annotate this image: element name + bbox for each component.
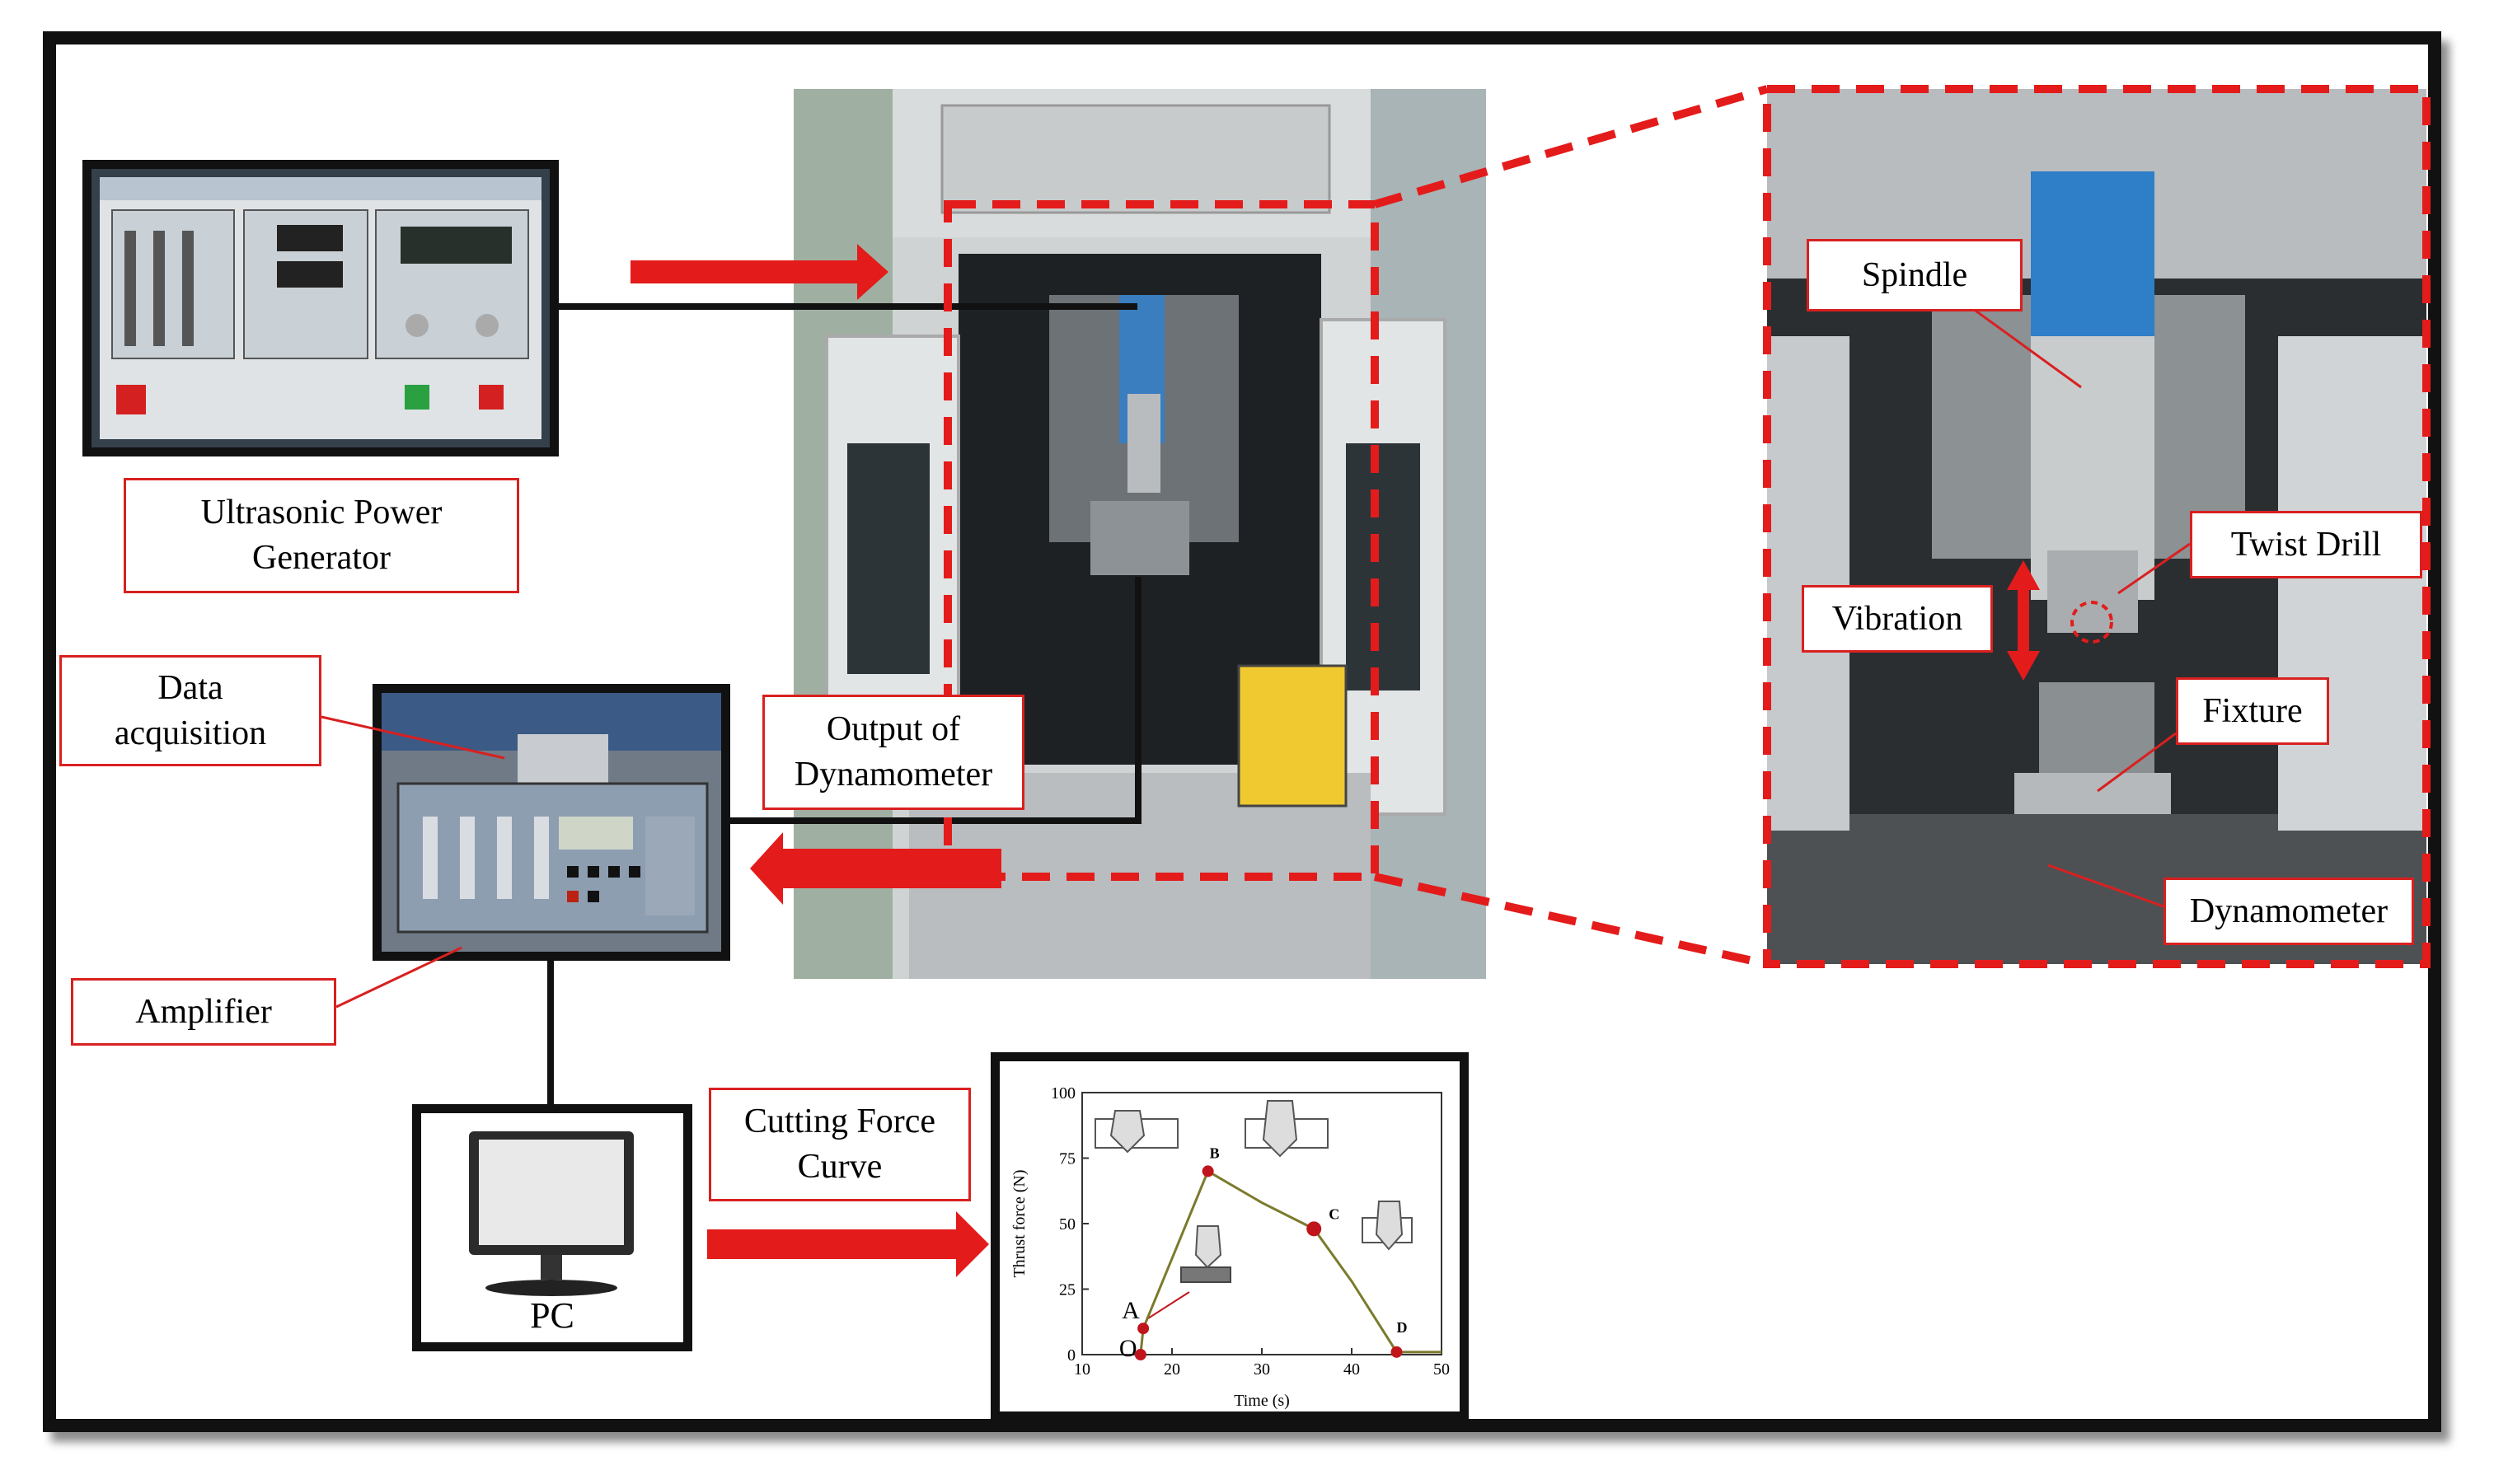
monitor-icon [469, 1131, 634, 1296]
y-tick-label: 25 [1059, 1281, 1076, 1299]
chart-point-label-c: C [1329, 1205, 1339, 1222]
chart-point-label-b: B [1210, 1145, 1220, 1161]
chart-point-c [1306, 1221, 1322, 1237]
thrust-force-chart: 10 20 30 40 50 0 25 50 75 100 OA B C D Time (s) Thru… [1000, 1061, 1460, 1411]
fixture-label: Fixture [2176, 677, 2329, 745]
chart-point-label-d: D [1397, 1319, 1408, 1336]
chart-xlabel: Time (s) [1234, 1392, 1290, 1410]
x-tick-label: 10 [1074, 1360, 1090, 1379]
thrust-force-series-line [1139, 1169, 1442, 1355]
spindle-pointer [1969, 305, 2082, 389]
pc-label: PC [530, 1295, 574, 1336]
output-of-dynamometer-label: Output of Dynamometer [762, 695, 1024, 810]
chart-point-d [1390, 1346, 1403, 1358]
chart-point-b [1202, 1165, 1214, 1177]
y-tick-label: 100 [1051, 1084, 1076, 1102]
power-generator-photo [82, 160, 559, 456]
twist-drill-label: Twist Drill [2190, 511, 2422, 578]
zoom-dashed-region [1763, 85, 2431, 968]
amplifier-photo [373, 684, 730, 961]
zoomed-spindle-photo [1767, 89, 2426, 964]
power-generator-drawing [91, 169, 550, 447]
x-tick-label: 50 [1433, 1360, 1450, 1379]
chart-point-label-o: O [1119, 1335, 1137, 1362]
arrow-to-amplifier [750, 832, 1001, 905]
zoom-bottom-guide [1373, 873, 1769, 968]
drill-illustrations [1095, 1100, 1413, 1319]
cutting-force-curve-label: Cutting Force Curve [709, 1088, 971, 1201]
amplifier-label: Amplifier [71, 978, 336, 1046]
vibration-label: Vibration [1802, 585, 1993, 653]
chart-point-a [1137, 1322, 1150, 1335]
dynamometer-connector-line [730, 577, 1142, 824]
data-acquisition-pointer [321, 715, 505, 760]
amplifier-pointer [335, 946, 462, 1009]
data-acquisition-label: Data acquisition [59, 655, 321, 766]
zoom-top-guide [1373, 85, 1769, 208]
machine-photo [794, 89, 1486, 979]
ultrasonic-power-generator-label: Ultrasonic Power Generator [124, 478, 519, 593]
dynamometer-label: Dynamometer [2163, 878, 2414, 945]
x-tick-label: 20 [1164, 1360, 1180, 1379]
y-tick-label: 75 [1059, 1150, 1076, 1168]
fixture-pointer [2097, 732, 2177, 793]
twist-drill-pointer [2117, 542, 2191, 595]
chart-ylabel: Thrust force (N) [1010, 1169, 1029, 1277]
dynamometer-pointer [2047, 864, 2164, 908]
zoomed-spindle-drawing [1767, 89, 2426, 964]
x-tick-label: 30 [1254, 1360, 1270, 1379]
y-tick-label: 0 [1067, 1346, 1076, 1365]
chart-point-label-a: A [1122, 1297, 1140, 1324]
chart-point-o [1134, 1349, 1146, 1360]
arrow-to-machine [631, 244, 888, 300]
machine-dashed-region [944, 200, 1379, 881]
spindle-label: Spindle [1807, 239, 2023, 311]
drill-tip-circle [2070, 601, 2113, 644]
machine-drawing [794, 89, 1486, 979]
arrow-to-curve [707, 1211, 989, 1277]
x-tick-label: 40 [1343, 1360, 1360, 1379]
vibration-arrow [2007, 560, 2040, 681]
y-tick-label: 50 [1059, 1215, 1076, 1234]
pc-box: PC [412, 1104, 692, 1351]
amplifier-drawing [382, 693, 721, 952]
